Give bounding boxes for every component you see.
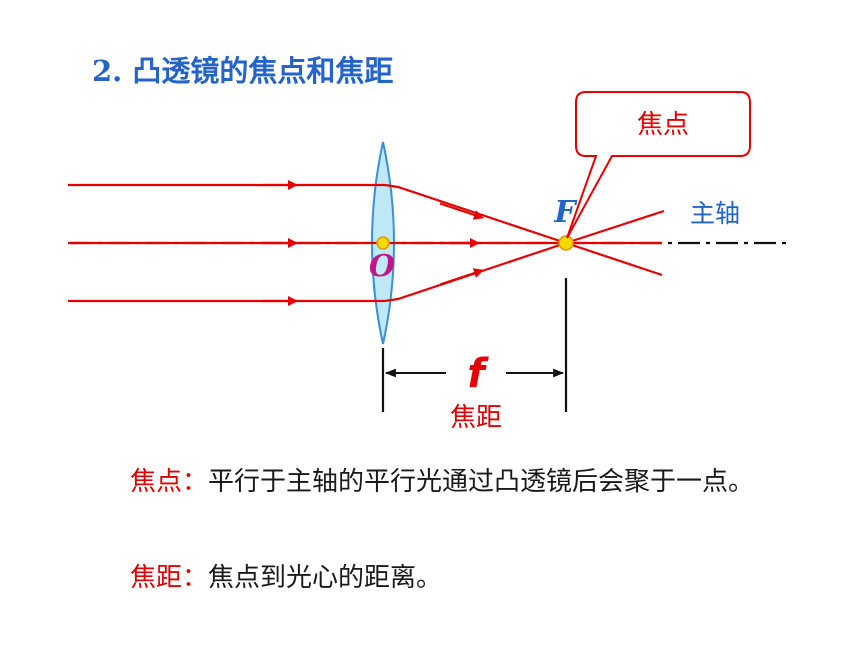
refracted-ray-bottom xyxy=(384,209,665,303)
definition-text: 平行于主轴的平行光通过凸透镜后会聚于一点。 xyxy=(208,467,755,497)
callout-label: 焦点 xyxy=(637,110,689,140)
ray-arrow xyxy=(439,268,484,286)
optical-center-point xyxy=(376,236,390,250)
focal-length-label: 焦距 xyxy=(450,403,502,433)
definition-focus: 焦点：平行于主轴的平行光通过凸透镜后会聚于一点。 xyxy=(64,458,824,506)
definition-separator: ： xyxy=(182,467,209,497)
page-title: 2. 凸透镜的焦点和焦距 xyxy=(92,54,394,88)
definition-text: 焦点到光心的距离。 xyxy=(208,563,443,593)
focal-point xyxy=(558,235,574,251)
center-letter: O xyxy=(369,249,395,284)
focal-length-symbol: f xyxy=(467,351,489,397)
definition-focal-length: 焦距：焦点到光心的距离。 xyxy=(64,554,824,602)
definition-term: 焦距 xyxy=(130,563,183,593)
ray-arrow xyxy=(439,202,484,220)
focus-callout xyxy=(566,91,751,239)
definition-separator: ： xyxy=(182,563,209,593)
definition-term: 焦点 xyxy=(130,467,183,497)
refracted-ray-top xyxy=(384,183,663,277)
focus-letter: F xyxy=(553,195,578,230)
axis-label: 主轴 xyxy=(690,199,740,228)
